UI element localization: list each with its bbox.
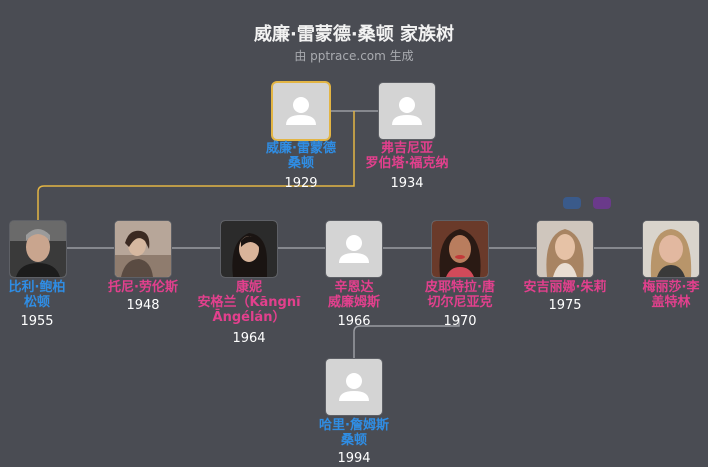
portrait-photo [432,221,488,277]
person-name: 梅丽莎·李 盖特林 [642,280,700,310]
person-name: 弗吉尼亚 罗伯塔·福克纳 [365,141,449,171]
avatar[interactable] [273,83,329,139]
avatar[interactable] [537,221,593,277]
birth-year: 1929 [284,176,318,191]
birth-year: 1964 [232,331,266,346]
birth-year: 1975 [548,298,582,313]
avatar[interactable] [432,221,488,277]
birth-year: 1955 [20,314,54,329]
person-placeholder-icon [286,97,316,125]
avatar[interactable] [221,221,277,277]
person-name: 辛恩达 威廉姆斯 [327,280,380,310]
portrait-photo [115,221,171,277]
avatar[interactable] [643,221,699,277]
person-placeholder-icon [339,373,369,401]
descent-line-billy [37,111,355,222]
avatar[interactable] [379,83,435,139]
avatar[interactable] [326,359,382,415]
portrait-photo [537,221,593,277]
person-name: 安吉丽娜·朱莉 [523,280,607,295]
portrait-photo [221,221,277,277]
person-name: 威廉·雷蒙德 桑顿 [266,141,336,171]
page-title: 威廉·雷蒙德·桑顿 家族树 [254,24,454,45]
avatar[interactable] [10,221,66,277]
person-name: 托尼·劳伦斯 [108,280,178,295]
portrait-photo [10,221,66,277]
avatar[interactable] [326,221,382,277]
marriage-badge-purple [593,197,611,209]
birth-year: 1966 [337,314,371,329]
descent-line-harry [353,318,460,360]
birth-year: 1994 [337,451,371,466]
person-name: 哈里·詹姆斯 桑顿 [319,418,389,448]
person-name: 比利·鲍柏 松顿 [8,280,66,310]
birth-year: 1970 [443,314,477,329]
person-name: 康妮 安格兰（Kāngnī Āngélán） [197,280,301,325]
person-name: 皮耶特拉·唐 切尔尼亚克 [425,280,495,310]
page-subtitle: 由 pptrace.com 生成 [294,49,414,63]
person-placeholder-icon [339,235,369,263]
avatar[interactable] [115,221,171,277]
marriage-badge-blue [563,197,581,209]
portrait-photo [643,221,699,277]
birth-year: 1934 [390,176,424,191]
birth-year: 1948 [126,298,160,313]
person-placeholder-icon [392,97,422,125]
